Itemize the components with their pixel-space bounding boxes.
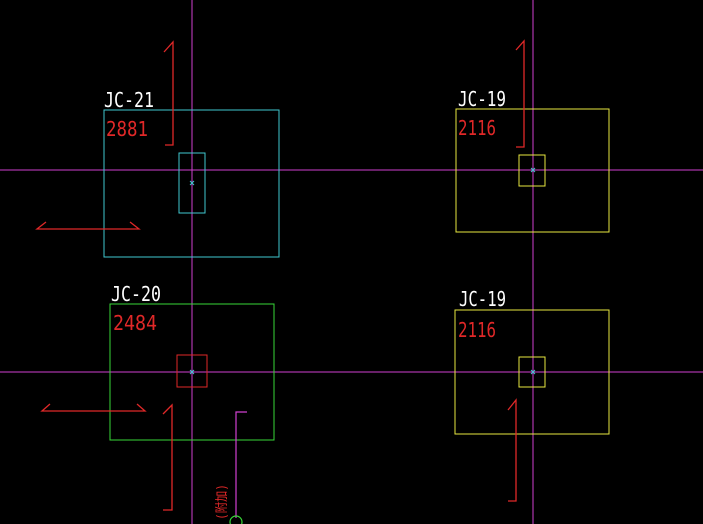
column-outline[interactable] (178, 152, 206, 214)
section-marker-horizontal-1[interactable] (35, 221, 141, 230)
column-outline[interactable] (176, 354, 208, 388)
center-mark-icon (530, 167, 536, 173)
leader-end-circle-icon (229, 515, 243, 524)
center-mark-icon (189, 180, 195, 186)
column-outline[interactable] (518, 154, 546, 187)
column-outline[interactable] (518, 356, 546, 388)
footing-value-label: 2116 (458, 116, 496, 140)
annotation-text: (附加) (215, 484, 230, 520)
section-marker-vertical-2[interactable] (515, 39, 525, 148)
footing-name-label: JC-19 (458, 87, 506, 111)
footing-value-label: 2881 (106, 117, 148, 141)
footing-jc19-top[interactable] (455, 108, 610, 233)
footing-value-label: 2116 (458, 318, 496, 342)
section-marker-vertical-4[interactable] (507, 398, 517, 502)
section-marker-vertical-1[interactable] (163, 40, 174, 146)
footing-outline[interactable] (103, 109, 280, 258)
center-mark-icon (189, 369, 195, 375)
footing-name-label: JC-19 (459, 287, 506, 311)
section-marker-vertical-3[interactable] (162, 403, 173, 511)
footing-name-label: JC-21 (104, 88, 154, 112)
section-markers (35, 39, 525, 511)
footing-outline[interactable] (455, 108, 610, 233)
footing-jc20[interactable] (109, 303, 275, 441)
footing-name-label: JC-20 (111, 282, 161, 306)
footing-outline[interactable] (109, 303, 275, 441)
footing-jc21[interactable] (103, 109, 280, 258)
center-mark-icon (530, 369, 536, 375)
footing-outline[interactable] (454, 309, 610, 435)
footing-jc19-bottom[interactable] (454, 309, 610, 435)
leader-line[interactable] (235, 411, 247, 518)
annotation-leader[interactable] (229, 411, 247, 524)
footing-value-label: 2484 (113, 311, 157, 335)
section-marker-horizontal-2[interactable] (40, 403, 147, 412)
